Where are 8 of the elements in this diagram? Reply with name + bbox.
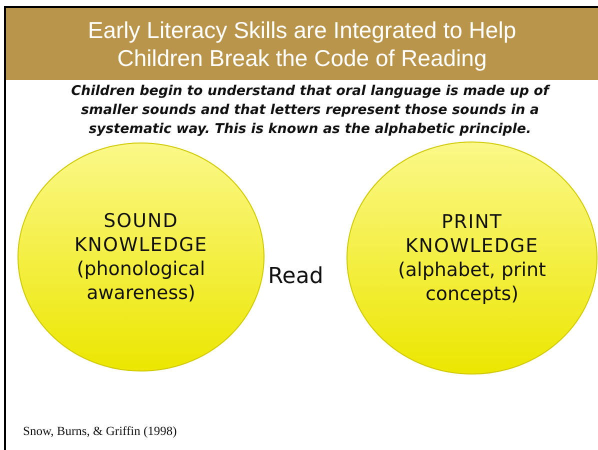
circle-heading: PRINT KNOWLEDGE: [404, 210, 540, 258]
connector-word: Read: [268, 264, 324, 289]
intro-text: Children begin to understand that oral language is made up of smaller sounds and that letters represent those sounds in a systematic way. This is known as the alphabetic principle.: [70, 82, 552, 139]
circle-subtext: (alphabet, print concepts): [396, 258, 547, 306]
citation: Snow, Burns, & Griffin (1998): [23, 424, 177, 439]
title-banner: Early Literacy Skills are Integrated to Help Children Break the Code of Reading: [6, 8, 598, 80]
circle-subtext: (phonological awareness): [76, 257, 206, 305]
circle-heading: SOUND KNOWLEDGE: [73, 209, 209, 257]
